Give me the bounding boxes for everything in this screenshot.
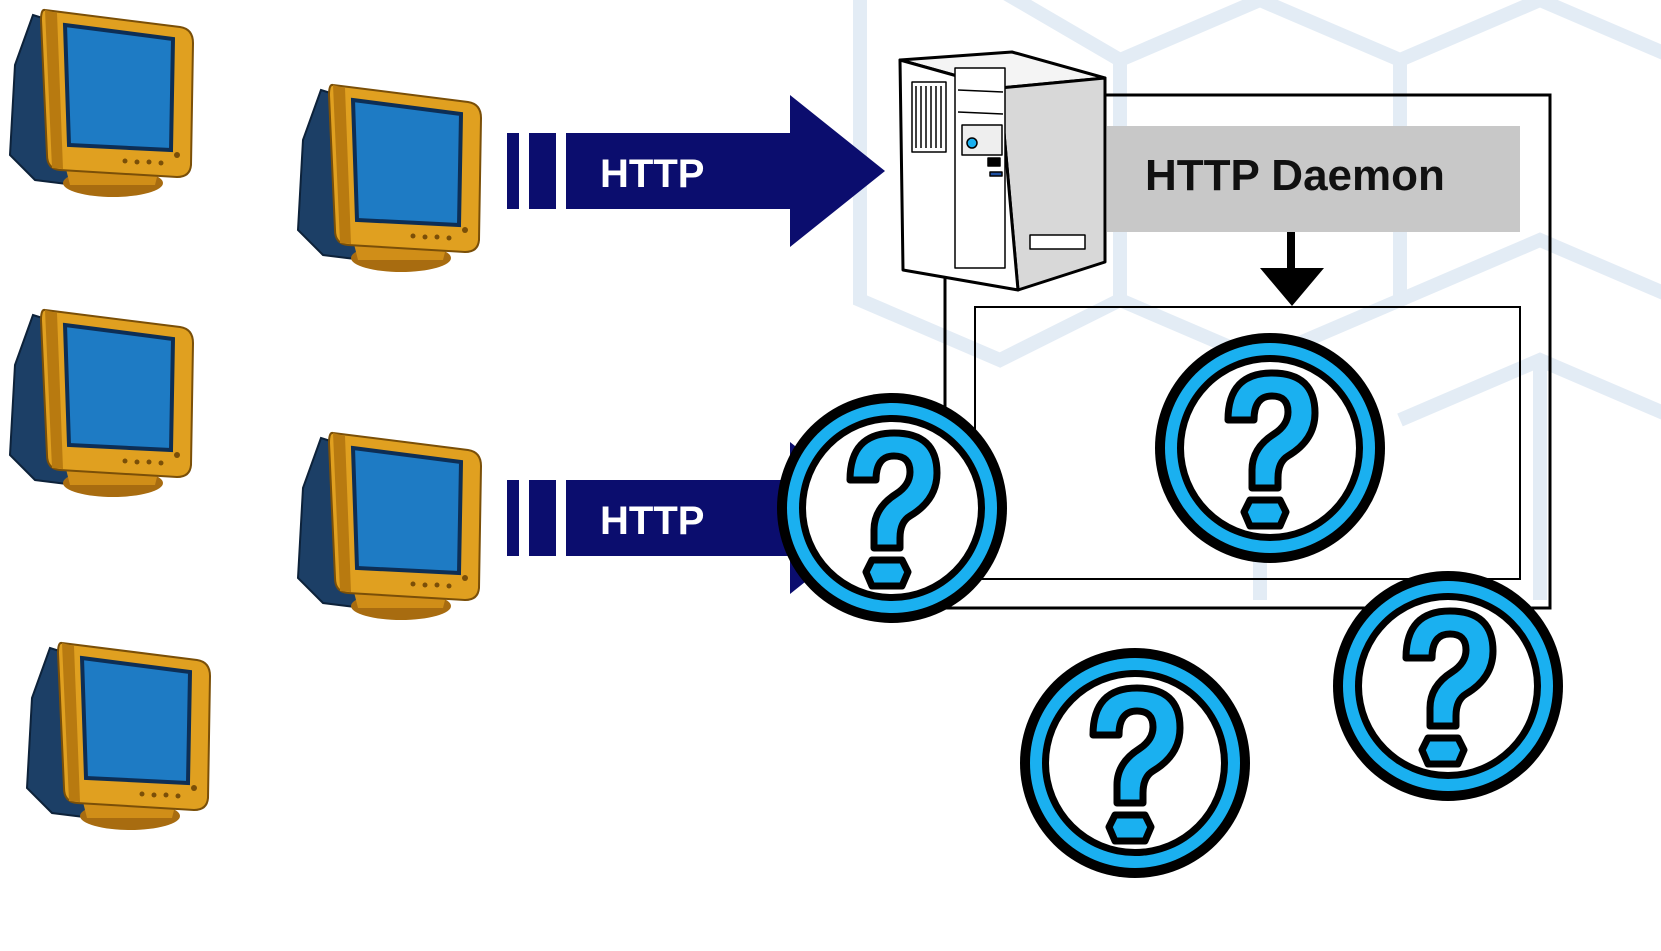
question-mark-icon-4 bbox=[1333, 571, 1563, 801]
server-tower-icon bbox=[898, 50, 1107, 292]
question-mark-icon-1 bbox=[777, 393, 1007, 623]
client-monitor-4 bbox=[296, 82, 483, 275]
client-monitor-1 bbox=[8, 7, 195, 199]
down-arrow-icon bbox=[1260, 232, 1324, 306]
client-monitor-3 bbox=[25, 640, 212, 832]
http-daemon-label: HTTP Daemon bbox=[1145, 151, 1445, 200]
client-monitor-2 bbox=[8, 307, 195, 499]
http-daemon-box: HTTP Daemon bbox=[1107, 126, 1520, 232]
daemon-outer-box bbox=[943, 93, 1552, 610]
http-arrow-1: HTTP bbox=[507, 95, 885, 247]
client-monitor-5 bbox=[296, 430, 483, 622]
question-mark-icon-3 bbox=[1020, 648, 1250, 878]
http-arrow-2-label: HTTP bbox=[600, 499, 704, 543]
question-mark-icon-2 bbox=[1155, 333, 1385, 563]
http-arrow-1-label: HTTP bbox=[600, 152, 704, 196]
